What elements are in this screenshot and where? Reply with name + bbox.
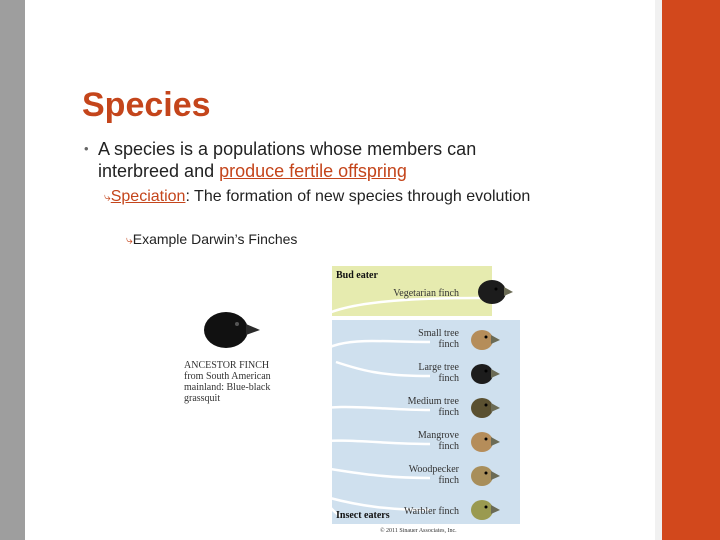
branch-vegetarian	[288, 296, 481, 347]
finch-label: Large tree	[418, 362, 459, 373]
sub-sub-bullet-arrow-icon: ⤷	[126, 233, 133, 247]
finch-eye-icon	[484, 403, 488, 407]
bullet-text: A species is a populations whose members…	[98, 138, 544, 182]
insect-eater-group-bg	[332, 320, 520, 524]
group-label-insect-eaters: Insect eaters	[336, 510, 390, 521]
finch-label-line2: finch	[438, 373, 459, 384]
example-text: Example Darwin’s Finches	[132, 231, 298, 247]
finch-beak-icon	[491, 335, 500, 344]
branch-large-tree	[335, 360, 431, 378]
ancestor-finch-icon	[204, 312, 260, 348]
finch-eye-icon	[484, 369, 488, 373]
speciation-definition: : The formation of new species through e…	[185, 188, 531, 205]
right-accent-bar	[662, 0, 720, 540]
finch-label: Medium tree	[408, 396, 460, 407]
branch-warbler	[329, 496, 431, 512]
sub-bullet-arrow-icon: ⤷	[104, 190, 111, 204]
finch-head-icon	[471, 466, 493, 486]
slide-title: Species	[82, 86, 211, 124]
finch-eye-icon	[494, 287, 498, 291]
finch-label: Vegetarian finch	[393, 288, 459, 299]
ancestor-label-line4: grassquit	[184, 393, 220, 404]
speciation-link[interactable]: Speciation	[110, 188, 186, 205]
right-divider-strip	[655, 0, 662, 540]
group-label-bud-eater: Bud eater	[336, 270, 379, 281]
finch-label: Small tree	[418, 328, 459, 339]
bullet-text-main: A species is a populations whose members…	[98, 139, 477, 181]
finch-row: Vegetarian finch	[393, 280, 513, 304]
branch-mangrove	[303, 439, 431, 446]
finch-eye-icon	[484, 437, 488, 441]
bullet-marker: •	[84, 141, 89, 156]
ancestor-label-line1: ANCESTOR FINCH	[184, 360, 269, 371]
sub-bullet-speciation: ⤷Speciation: The formation of new specie…	[104, 187, 544, 207]
finch-label: Warbler finch	[404, 506, 459, 517]
branch-medium-tree	[299, 405, 431, 414]
finch-head-icon	[471, 432, 493, 452]
left-accent-bar	[0, 0, 25, 540]
phylogenetic-tree	[282, 296, 481, 518]
fertile-offspring-link[interactable]: produce fertile offspring	[219, 161, 407, 181]
sub-sub-bullet-example: ⤷Example Darwin’s Finches	[126, 231, 297, 248]
branch-small-tree	[293, 339, 431, 375]
finch-beak-icon	[491, 403, 500, 412]
ancestor-label-line2: from South American	[184, 371, 271, 382]
finch-beak-icon	[491, 505, 500, 514]
ancestor-label-line3: mainland: Blue-black	[184, 382, 270, 393]
bud-eater-group-bg	[332, 266, 492, 316]
finch-row: Warbler finch	[404, 500, 500, 520]
finch-head-icon	[471, 364, 493, 384]
branch-woodpecker	[311, 464, 431, 480]
finch-label-line2: finch	[438, 407, 459, 418]
finch-eye-icon	[484, 335, 488, 339]
finch-label-line2: finch	[438, 339, 459, 350]
finch-head-icon	[471, 330, 493, 350]
finch-eye-icon	[484, 505, 488, 509]
finch-label-line2: finch	[438, 441, 459, 452]
finch-label: Mangrove	[418, 430, 460, 441]
finch-beak-icon	[491, 437, 500, 446]
finch-beak-icon	[491, 471, 500, 480]
finch-head-icon	[471, 500, 493, 520]
finch-beak-icon	[504, 287, 513, 296]
finch-eye-icon	[484, 471, 488, 475]
finch-label: Woodpecker	[409, 464, 460, 475]
finch-label-line2: finch	[438, 475, 459, 486]
finch-head-icon	[471, 398, 493, 418]
finch-beak-icon	[491, 369, 500, 378]
finch-head-icon	[478, 280, 506, 304]
darwin-finches-figure: ANCESTOR FINCH from South American mainl…	[184, 266, 520, 534]
figure-credit: © 2011 Sinauer Associates, Inc.	[380, 527, 457, 534]
bullet-species-definition: • A species is a populations whose membe…	[84, 138, 544, 182]
